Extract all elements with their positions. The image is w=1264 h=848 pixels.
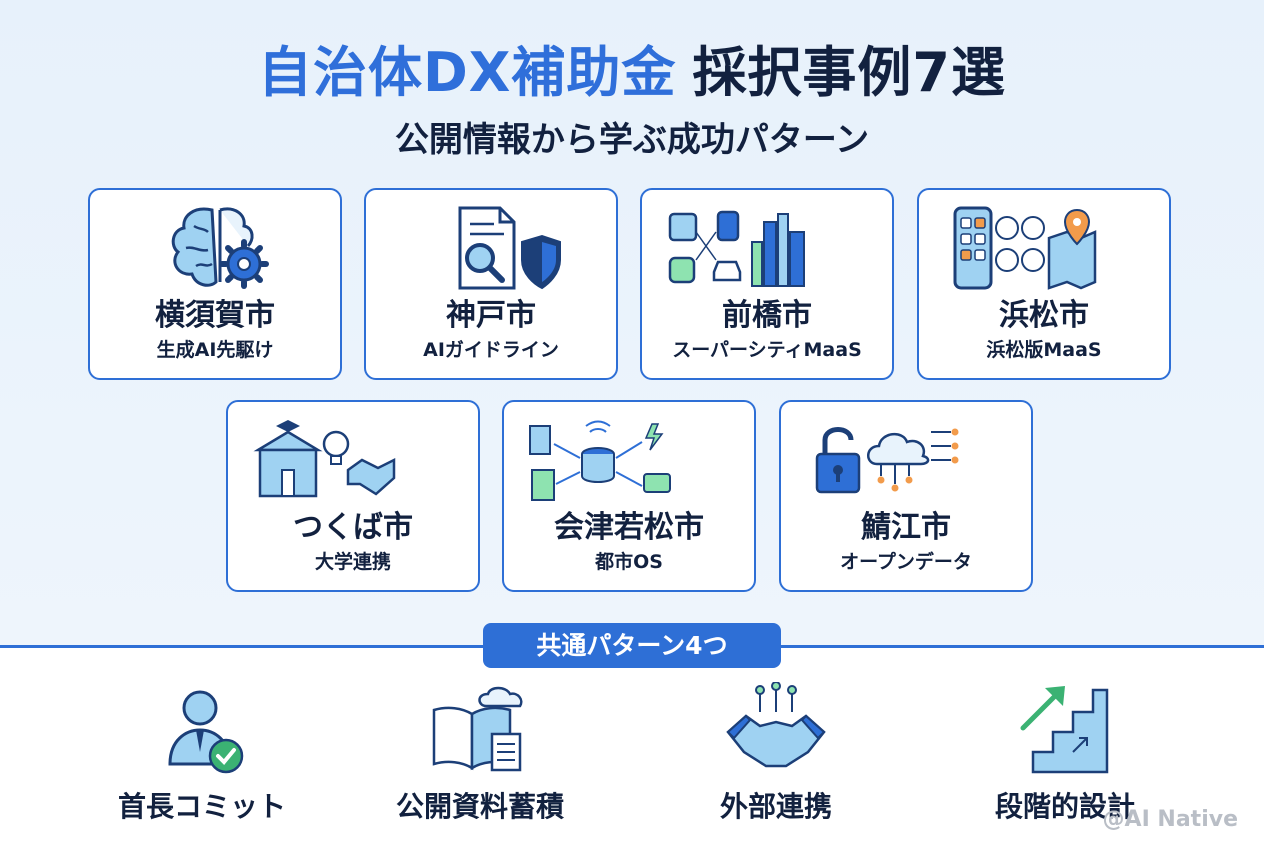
case-card-tsukuba: つくば市 大学連携 <box>226 400 480 592</box>
case-desc: スーパーシティMaaS <box>672 339 862 361</box>
pattern-label: 外部連携 <box>719 790 832 823</box>
case-city: つくば市 <box>293 510 413 545</box>
pattern-public-docs: 公開資料蓄積 <box>380 682 580 832</box>
case-city: 前橋市 <box>722 298 812 333</box>
case-card-aizuwakamatsu: 会津若松市 都市OS <box>502 400 756 592</box>
case-city: 浜松市 <box>999 298 1089 333</box>
stairs-arrow-icon <box>1020 686 1109 774</box>
case-city: 神戸市 <box>446 298 536 333</box>
pattern-phased-design: 段階的設計 <box>965 682 1165 832</box>
document-search-shield-icon <box>458 206 561 290</box>
handshake-network-icon <box>726 682 826 768</box>
page-title: 自治体DX補助金採択事例7選 <box>0 38 1264 108</box>
case-card-hamamatsu: 浜松市 浜松版MaaS <box>917 188 1171 380</box>
case-desc: 大学連携 <box>314 551 391 573</box>
case-card-maebashi: 前橋市 スーパーシティMaaS <box>640 188 894 380</box>
university-idea-handshake-icon <box>253 420 396 498</box>
book-cloud-icon <box>432 686 523 772</box>
leader-check-icon <box>168 690 244 774</box>
case-card-sabae: 鯖江市 オープンデータ <box>779 400 1033 592</box>
case-desc: AIガイドライン <box>423 339 559 361</box>
case-desc: オープンデータ <box>840 551 972 573</box>
transit-city-icon <box>668 210 805 287</box>
case-desc: 浜松版MaaS <box>986 339 1102 361</box>
title-highlight: 自治体DX補助金 <box>257 41 677 104</box>
pattern-label: 公開資料蓄積 <box>395 790 564 823</box>
pattern-external-partnership: 外部連携 <box>676 682 876 832</box>
pattern-leader-commit: 首長コミット <box>102 682 302 832</box>
case-desc: 都市OS <box>595 551 663 573</box>
case-card-yokosuka: 横須賀市 生成AI先駆け <box>88 188 342 380</box>
case-desc: 生成AI先駆け <box>156 339 274 361</box>
title-rest: 採択事例7選 <box>692 41 1007 104</box>
pattern-label: 段階的設計 <box>994 790 1135 823</box>
case-city: 会津若松市 <box>554 510 704 545</box>
brain-gear-icon <box>171 207 269 289</box>
common-patterns-badge: 共通パターン4つ <box>483 623 781 668</box>
page-subtitle: 公開情報から学ぶ成功パターン <box>394 120 870 160</box>
mobile-app-map-icon <box>953 206 1097 290</box>
watermark: @AI Native <box>1102 807 1238 832</box>
case-card-kobe: 神戸市 AIガイドライン <box>364 188 618 380</box>
case-city: 横須賀市 <box>155 298 275 333</box>
data-hub-icon <box>529 420 671 501</box>
pattern-label: 首長コミット <box>117 790 286 823</box>
case-city: 鯖江市 <box>861 510 951 545</box>
unlock-cloud-icon <box>815 427 959 494</box>
